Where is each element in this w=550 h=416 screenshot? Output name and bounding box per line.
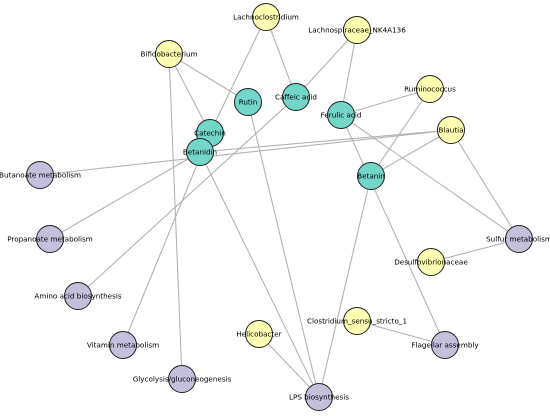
node-layer: LachnoclostridiumLachnospiraceae_NK4A136… <box>0 3 550 411</box>
node-circle-bifidobacterium[interactable] <box>155 40 183 68</box>
node-circle-butanoate[interactable] <box>26 161 54 189</box>
node-circle-flagellar[interactable] <box>431 331 459 359</box>
edge-blautia-butanoate <box>39 129 452 176</box>
node-label-blautia: Blautia <box>438 126 463 135</box>
node-circle-amino_acid[interactable] <box>64 282 92 310</box>
node-circle-blautia[interactable] <box>437 116 465 144</box>
node-circle-glycolysis[interactable] <box>168 365 196 393</box>
edge-bifidobacterium-rutin <box>168 53 249 103</box>
node-lps[interactable]: LPS biosynthesis <box>289 383 349 411</box>
node-label-catechin: Catechin <box>194 129 226 138</box>
edge-ruminococcus-ferulic_acid <box>340 88 431 116</box>
node-label-lps: LPS biosynthesis <box>289 393 349 402</box>
node-label-desulfovibrionaceae: Desulfovibrionaceae <box>394 258 468 267</box>
node-circle-betanidin[interactable] <box>186 138 214 166</box>
edge-ruminococcus-betanin <box>370 88 431 177</box>
node-circle-desulfovibrionaceae[interactable] <box>417 248 445 276</box>
node-sulfur[interactable]: Sulfur metabolism <box>486 225 550 253</box>
node-blautia[interactable]: Blautia <box>437 116 465 144</box>
edge-lachnospiraceae-caffeic_acid <box>295 29 358 98</box>
edge-betanidin-propanoate <box>49 151 201 240</box>
node-circle-ruminococcus[interactable] <box>416 75 444 103</box>
edge-lachnoclostridium-catechin <box>209 16 267 134</box>
edge-blautia-betanin <box>370 129 452 177</box>
node-label-clostridium: Clostridium_sensu_stricto_1 <box>307 317 407 326</box>
node-circle-lachnoclostridium[interactable] <box>252 3 280 31</box>
node-circle-caffeic_acid[interactable] <box>282 83 310 111</box>
edge-lachnoclostridium-caffeic_acid <box>265 16 297 98</box>
node-circle-propanoate[interactable] <box>36 225 64 253</box>
node-label-glycolysis: Glycolysis/gluconeogenesis <box>133 375 232 384</box>
node-clostridium[interactable]: Clostridium_sensu_stricto_1 <box>307 307 407 335</box>
node-label-vitamin: Vitamin metabolism <box>87 341 159 350</box>
node-circle-rutin[interactable] <box>234 88 262 116</box>
node-desulfovibrionaceae[interactable]: Desulfovibrionaceae <box>394 248 468 276</box>
edge-betanidin-lps <box>199 151 320 398</box>
edge-betanin-lps <box>318 175 372 398</box>
node-label-caffeic_acid: Caffeic acid <box>275 93 317 102</box>
edge-blautia-betanidin <box>199 129 452 153</box>
edge-ferulic_acid-sulfur <box>340 114 520 240</box>
node-circle-betanin[interactable] <box>357 162 385 190</box>
edge-rutin-lps <box>247 101 320 398</box>
node-helicobacter[interactable]: Helicobacter <box>236 320 282 348</box>
node-circle-vitamin[interactable] <box>109 331 137 359</box>
node-label-amino_acid: Amino acid biosynthesis <box>34 292 121 301</box>
node-label-helicobacter: Helicobacter <box>236 330 281 339</box>
edge-desulfovibrionaceae-sulfur <box>430 238 520 263</box>
node-betanidin[interactable]: Betanidin <box>183 138 217 166</box>
node-amino_acid[interactable]: Amino acid biosynthesis <box>34 282 122 310</box>
node-circle-helicobacter[interactable] <box>245 320 273 348</box>
node-circle-sulfur[interactable] <box>505 225 533 253</box>
node-label-sulfur: Sulfur metabolism <box>486 235 550 244</box>
node-lachnospiraceae[interactable]: Lachnospiraceae_NK4A136 <box>308 16 406 44</box>
edge-helicobacter-lps <box>258 333 320 398</box>
node-rutin[interactable]: Rutin <box>234 88 262 116</box>
node-circle-lps[interactable] <box>305 383 333 411</box>
edge-lachnospiraceae-ferulic_acid <box>340 29 358 116</box>
node-propanoate[interactable]: Propanoate metabolism <box>7 225 93 253</box>
node-butanoate[interactable]: Butanoate metabolism <box>0 161 81 189</box>
node-label-propanoate: Propanoate metabolism <box>7 235 93 244</box>
node-label-ruminococcus: Ruminococcus <box>404 85 456 94</box>
edge-caffeic_acid-amino_acid <box>77 96 297 297</box>
edge-catechin-vitamin <box>122 132 211 346</box>
node-label-betanin: Betanin <box>357 172 385 181</box>
node-caffeic_acid[interactable]: Caffeic acid <box>275 83 317 111</box>
node-circle-ferulic_acid[interactable] <box>327 101 355 129</box>
node-circle-lachnospiraceae[interactable] <box>343 16 371 44</box>
node-vitamin[interactable]: Vitamin metabolism <box>87 331 159 359</box>
node-ruminococcus[interactable]: Ruminococcus <box>404 75 456 103</box>
node-label-ferulic_acid: Ferulic acid <box>321 111 362 120</box>
edge-blautia-sulfur <box>450 129 520 240</box>
node-circle-clostridium[interactable] <box>343 307 371 335</box>
node-flagellar[interactable]: Flagellar assembly <box>411 331 479 359</box>
node-lachnoclostridium[interactable]: Lachnoclostridium <box>233 3 299 31</box>
node-ferulic_acid[interactable]: Ferulic acid <box>321 101 362 129</box>
edge-bifidobacterium-catechin <box>168 53 211 134</box>
node-label-lachnoclostridium: Lachnoclostridium <box>233 13 299 22</box>
node-betanin[interactable]: Betanin <box>357 162 385 190</box>
node-label-rutin: Rutin <box>239 98 258 107</box>
node-bifidobacterium[interactable]: Bifidobacterium <box>140 40 198 68</box>
node-label-bifidobacterium: Bifidobacterium <box>140 50 197 59</box>
edge-layer <box>39 16 520 398</box>
node-label-betanidin: Betanidin <box>183 148 217 157</box>
edge-clostridium-flagellar <box>356 320 446 346</box>
node-label-butanoate: Butanoate metabolism <box>0 171 81 180</box>
node-label-lachnospiraceae: Lachnospiraceae_NK4A136 <box>308 26 406 35</box>
node-label-flagellar: Flagellar assembly <box>411 341 479 350</box>
node-glycolysis[interactable]: Glycolysis/gluconeogenesis <box>133 365 232 393</box>
edge-ferulic_acid-flagellar <box>340 114 446 346</box>
